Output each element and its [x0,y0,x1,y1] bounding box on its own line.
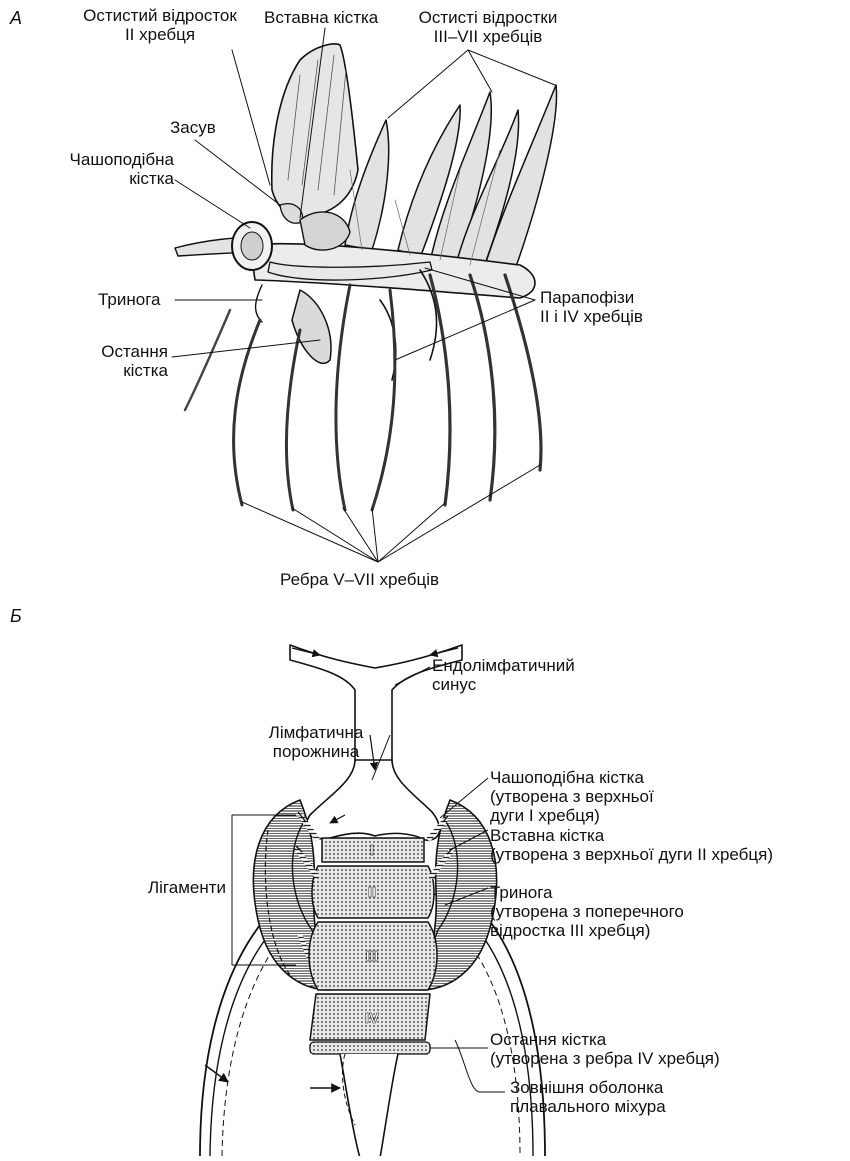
label-intercalarium-b: Вставна кістка (утворена з верхньої дуги… [490,826,773,864]
label-claustrum: Засув [170,118,216,137]
label-tripus-b-line3: відростка III хребця) [490,921,684,940]
label-os-susp-b-line1: Остання кістка [490,1030,720,1049]
label-intercalarium-b-line1: Вставна кістка [490,826,773,845]
label-spinous-iii-vii-line2: III–VII хребців [414,27,562,46]
label-swim-bladder-line2: плавального міхура [510,1097,666,1116]
panel-a-letter: А [10,8,22,29]
spinous-process-ii [272,44,358,218]
panel-a-drawing [172,28,557,562]
label-swim-bladder-line1: Зовнішня оболонка [510,1078,666,1097]
rib-2 [286,330,300,510]
label-scaphium-b-line2: (утворена з верхньої [490,787,654,806]
label-lymphatic-line2: порожнина [246,742,386,761]
label-ribs: Ребра V–VII хребців [280,570,439,589]
os-suspensorium-tail [340,1054,398,1156]
label-os-suspensorium-a-line2: кістка [60,361,168,380]
panel-b-letter: Б [10,606,22,627]
label-tripus-b-line1: Тринога [490,883,684,902]
rib-7 [505,275,541,470]
label-scaphium-b-line3: дуги I хребця) [490,806,654,825]
label-intercalarium-b-line2: (утворена з верхньої дуги II хребця) [490,845,773,864]
label-tripus-a: Тринога [98,290,161,309]
label-spinous-ii-line2: II хребця [52,25,268,44]
os-suspensorium-bar [310,1042,430,1054]
label-scaphium-b: Чашоподібна кістка (утворена з верхньої … [490,768,654,825]
os-suspensorium-bone [292,290,331,363]
label-intercalarium-a: Вставна кістка [264,8,378,27]
label-spinous-iii-vii: Остисті відростки III–VII хребців [414,8,562,46]
label-spinous-ii: Остистий відросток II хребця [52,6,268,44]
rib-6 [470,275,495,500]
label-os-susp-b-line2: (утворена з ребра IV хребця) [490,1049,720,1068]
label-tripus-b-line2: (утворена з поперечного [490,902,684,921]
label-spinous-ii-line1: Остистий відросток [52,6,268,25]
label-lymphatic-line1: Лімфатична [246,723,386,742]
label-os-suspensorium-a: Остання кістка [60,342,168,380]
label-endolymphatic-line1: Ендолімфатичний [432,656,575,675]
vertebra-label-i: I [370,842,374,859]
label-endolymphatic-sinus: Ендолімфатичний синус [432,656,575,694]
vertebra-label-iv: IV [365,1010,379,1027]
rib-5 [430,275,450,505]
lymphatic-cavity [306,760,439,840]
label-scaphium-a-line2: кістка [40,169,174,188]
label-scaphium-b-line1: Чашоподібна кістка [490,768,654,787]
label-os-suspensorium-b: Остання кістка (утворена з ребра IV хреб… [490,1030,720,1068]
label-spinous-iii-vii-line1: Остисті відростки [414,8,562,27]
label-endolymphatic-line2: синус [432,675,575,694]
intercalarium-bone [300,212,350,250]
label-parapophyses-line1: Парапофізи [540,288,643,307]
label-lymphatic-cavity: Лімфатична порожнина [246,723,386,761]
label-ligaments: Лігаменти [148,878,226,897]
label-parapophyses-line2: II і IV хребців [540,307,643,326]
vertebra-label-ii: II [368,884,376,901]
vertebra-label-iii: III [366,948,379,965]
label-scaphium-a: Чашоподібна кістка [40,150,174,188]
label-os-suspensorium-a-line1: Остання [60,342,168,361]
rib-3 [336,285,350,510]
label-tripus-b: Тринога (утворена з поперечного відростк… [490,883,684,940]
label-parapophyses: Парапофізи II і IV хребців [540,288,643,326]
label-swim-bladder: Зовнішня оболонка плавального міхура [510,1078,666,1116]
label-scaphium-a-line1: Чашоподібна [40,150,174,169]
